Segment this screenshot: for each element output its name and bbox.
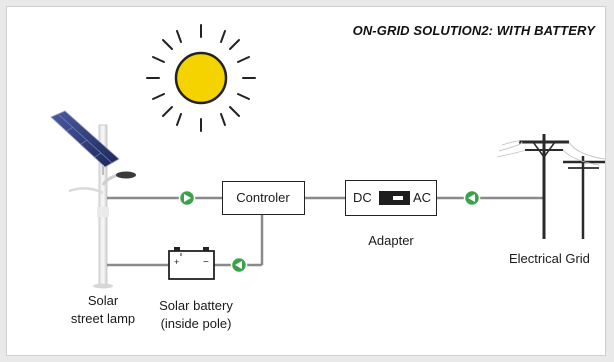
svg-text:−: − <box>203 257 209 268</box>
controller-label: Controler <box>236 190 290 205</box>
arrow-left-icon <box>230 256 248 274</box>
controller-box: Controler <box>222 181 305 215</box>
arrow-right-icon <box>178 189 196 207</box>
diagram-frame: + − <box>6 6 606 356</box>
battery-label-line2: (inside pole) <box>160 316 232 331</box>
switch-icon <box>379 191 410 205</box>
svg-text:+: + <box>174 257 179 267</box>
power-pylon-icon <box>519 134 605 239</box>
adapter-ac-label: AC <box>413 190 432 205</box>
lamp-label-line1: Solar <box>87 293 119 308</box>
adapter-dc-label: DC <box>353 190 372 205</box>
power-lines <box>496 140 605 166</box>
adapter-label: Adapter <box>368 233 414 248</box>
adapter-box: DC AC <box>345 180 437 216</box>
battery-label-line1: Solar battery <box>159 298 233 313</box>
arrow-left-icon <box>463 189 481 207</box>
grid-label: Electrical Grid <box>509 251 590 266</box>
lamp-label-line2: street lamp <box>70 311 136 326</box>
diagram-canvas: + − <box>50 24 605 289</box>
street-lamp-icon <box>68 124 136 289</box>
battery-icon: + − <box>168 247 215 280</box>
diagram-title: ON-GRID SOLUTION2: WITH BATTERY <box>352 23 595 38</box>
sun-icon <box>146 24 256 132</box>
solar-panel-icon <box>50 110 120 175</box>
